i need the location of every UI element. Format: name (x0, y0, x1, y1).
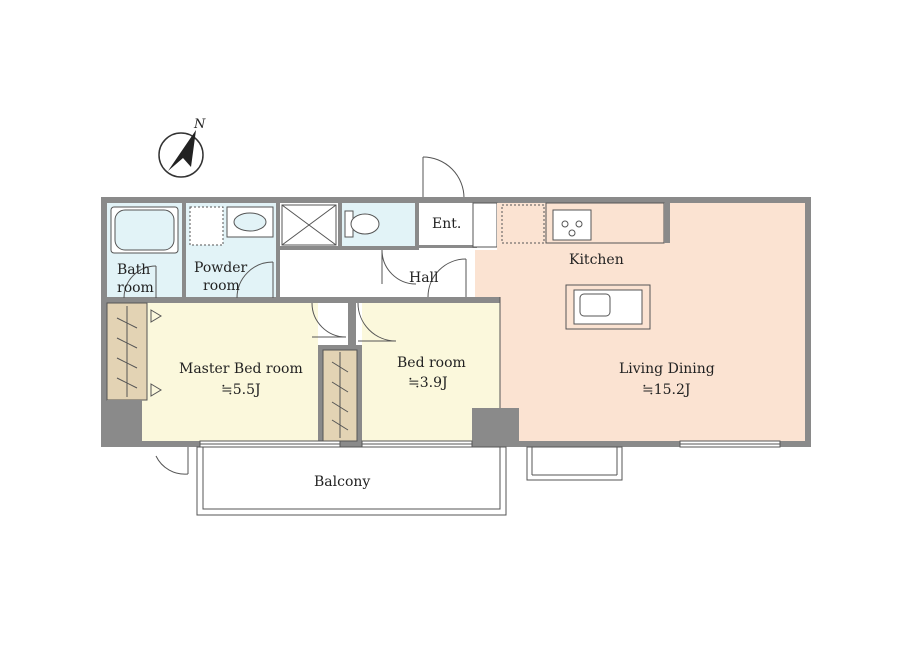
living-dining-label: Living Dining (619, 361, 715, 377)
bath-room-label-line2: room (117, 280, 154, 296)
structural-column (472, 408, 519, 447)
balcony-label: Balcony (314, 474, 370, 490)
washing-machine-pan-icon (189, 206, 224, 246)
master-closet-hangers (116, 306, 162, 397)
bay-window (526, 446, 623, 481)
entrance-label: Ent. (432, 216, 461, 232)
toilet-icon (344, 210, 380, 238)
bath-room-label-line1: Bath (117, 262, 150, 278)
master-bedroom-label: Master Bed room (179, 361, 303, 377)
hall-label: Hall (409, 270, 439, 286)
outer-wall-right (805, 197, 811, 447)
storage-cabinet (281, 204, 337, 246)
powder-room-label-line1: Powder (194, 260, 248, 276)
stove-icon (552, 209, 592, 241)
balcony: Balcony (196, 446, 507, 516)
bedroom-size: ≒3.9J (408, 375, 448, 391)
outer-wall-top (101, 197, 811, 203)
bedroom-label: Bed room (397, 355, 466, 371)
outer-wall-bottom-right (500, 441, 811, 447)
master-bedroom-size: ≒5.5J (221, 382, 261, 398)
compass-circle (158, 132, 204, 178)
hall-area (280, 250, 475, 297)
entrance-area (419, 203, 473, 247)
master-bedroom-area (142, 303, 318, 441)
living-dining-size: ≒15.2J (642, 382, 691, 398)
balcony-windows (199, 440, 781, 448)
powder-room-label-line2: room (203, 278, 240, 294)
entrance-door-swing (422, 156, 465, 199)
kitchen-label: Kitchen (569, 252, 624, 268)
compass: N (158, 117, 206, 178)
north-label: N (193, 117, 206, 132)
outer-wall-left (101, 197, 107, 447)
north-arrow-icon (168, 130, 196, 171)
